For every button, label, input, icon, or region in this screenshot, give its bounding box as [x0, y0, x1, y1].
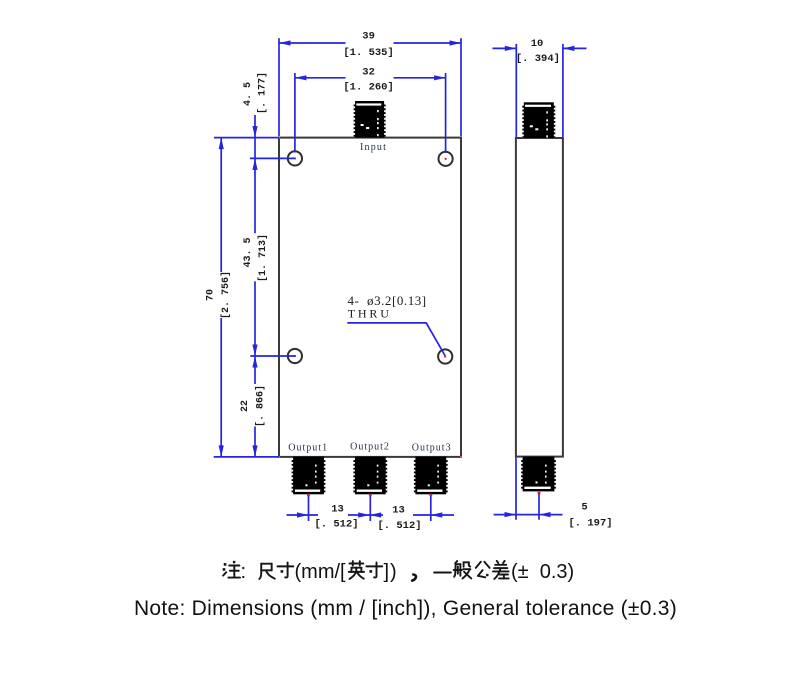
svg-text:[. 512]: [. 512] [377, 520, 421, 532]
svg-text:THRU: THRU [348, 307, 392, 321]
svg-text:22: 22 [240, 400, 251, 412]
svg-text:[. 197]: [. 197] [568, 518, 612, 530]
svg-text:[. 394]: [. 394] [516, 53, 560, 65]
svg-text:4. 5: 4. 5 [243, 82, 254, 106]
svg-text:[1. 713]: [1. 713] [257, 234, 269, 282]
svg-text:13: 13 [392, 505, 405, 517]
svg-text:]): ]) [384, 561, 398, 583]
svg-text:Output2: Output2 [350, 441, 390, 452]
svg-text:39: 39 [362, 31, 375, 43]
svg-text:[1. 535]: [1. 535] [343, 47, 393, 59]
svg-text:70: 70 [205, 289, 216, 301]
svg-text:Output3: Output3 [412, 442, 452, 453]
svg-text:Output1: Output1 [288, 442, 328, 453]
svg-text:13: 13 [331, 504, 344, 516]
svg-text:32: 32 [362, 67, 375, 79]
svg-text:[. 512]: [. 512] [314, 519, 358, 531]
svg-text:(± 0.3): (± 0.3) [511, 561, 574, 583]
svg-text:(mm/[: (mm/[ [295, 561, 347, 583]
svg-text:[1. 260]: [1. 260] [343, 82, 393, 94]
svg-text:5: 5 [581, 502, 587, 514]
svg-text:[. 866]: [. 866] [254, 385, 266, 427]
svg-text:4- ø3.2[0.13]: 4- ø3.2[0.13] [348, 293, 427, 308]
svg-text:10: 10 [531, 38, 544, 50]
svg-text:[. 177]: [. 177] [257, 72, 269, 114]
svg-text::: : [241, 561, 247, 583]
svg-text:[2. 756]: [2. 756] [220, 271, 232, 319]
svg-text:43. 5: 43. 5 [243, 237, 254, 267]
svg-text:Note: Dimensions (mm / [inch]): Note: Dimensions (mm / [inch]), General … [134, 597, 677, 620]
svg-text:Input: Input [360, 142, 387, 153]
